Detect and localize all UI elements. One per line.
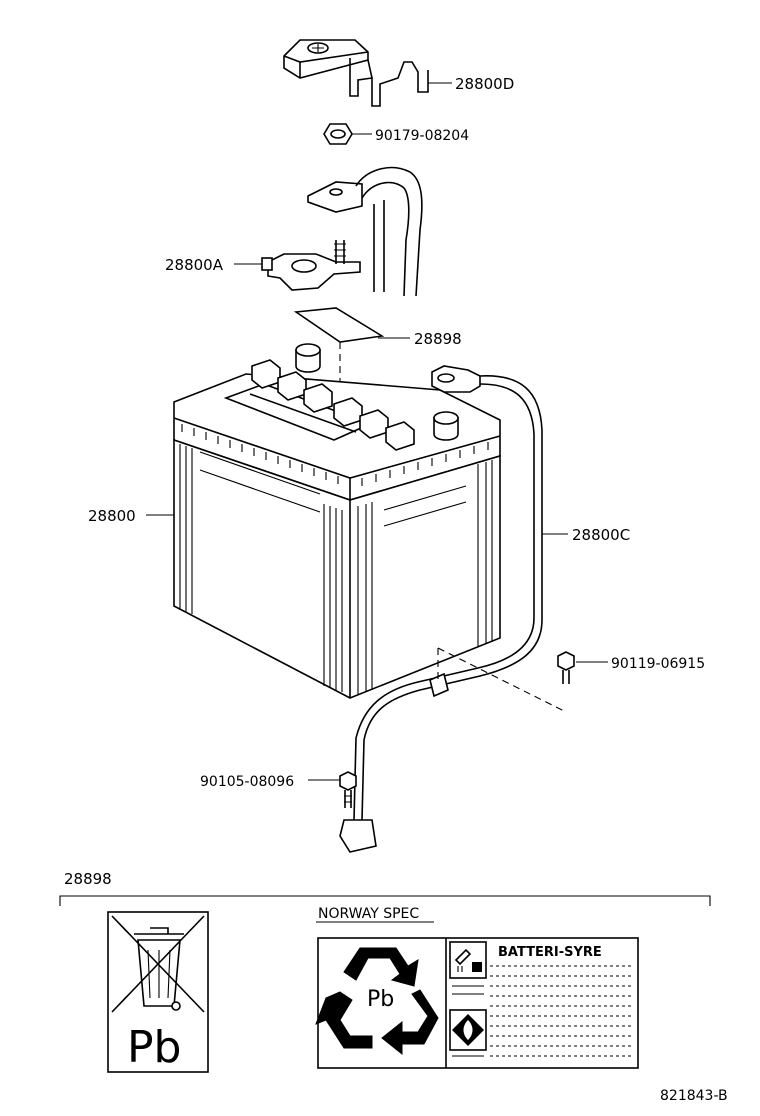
nut-part <box>323 123 353 145</box>
part-label-28800C: 28800C <box>572 526 630 544</box>
terminal-cover-part <box>283 39 429 107</box>
crossed-bin-icon <box>111 915 205 1013</box>
battery-part <box>173 343 501 699</box>
pb-recycle-bin-label: Pb <box>107 911 209 1073</box>
label-section-part-number: 28898 <box>64 870 112 888</box>
pb-text: Pb <box>127 1022 181 1073</box>
flammable-icon <box>452 1014 484 1046</box>
part-label-90179-08204: 90179-08204 <box>375 128 469 144</box>
part-label-28898: 28898 <box>414 330 462 348</box>
part-label-90119-06915: 90119-06915 <box>611 656 705 672</box>
recycle-pb-text: Pb <box>367 987 394 1012</box>
drawing-number: 821843-B <box>660 1088 728 1104</box>
norway-spec-label: Pb BATTERI-SYRE <box>315 937 639 1069</box>
warning-title: BATTERI-SYRE <box>498 945 602 960</box>
battery-caps <box>251 359 415 451</box>
part-label-28800: 28800 <box>88 507 136 525</box>
part-label-28800D: 28800D <box>455 75 514 93</box>
norway-spec-heading: NORWAY SPEC <box>318 906 419 922</box>
bolt-left-part <box>339 771 357 808</box>
part-label-90105-08096: 90105-08096 <box>200 774 294 790</box>
recycle-icon <box>315 947 439 1056</box>
negative-cable-part <box>339 365 543 853</box>
warning-text-lines <box>490 965 634 1057</box>
part-label-28800A: 28800A <box>165 256 224 274</box>
bolt-right-part <box>557 651 575 684</box>
positive-cable-part <box>307 166 423 297</box>
terminal-clamp-part <box>261 240 361 291</box>
acid-hazard-icon <box>454 948 482 972</box>
